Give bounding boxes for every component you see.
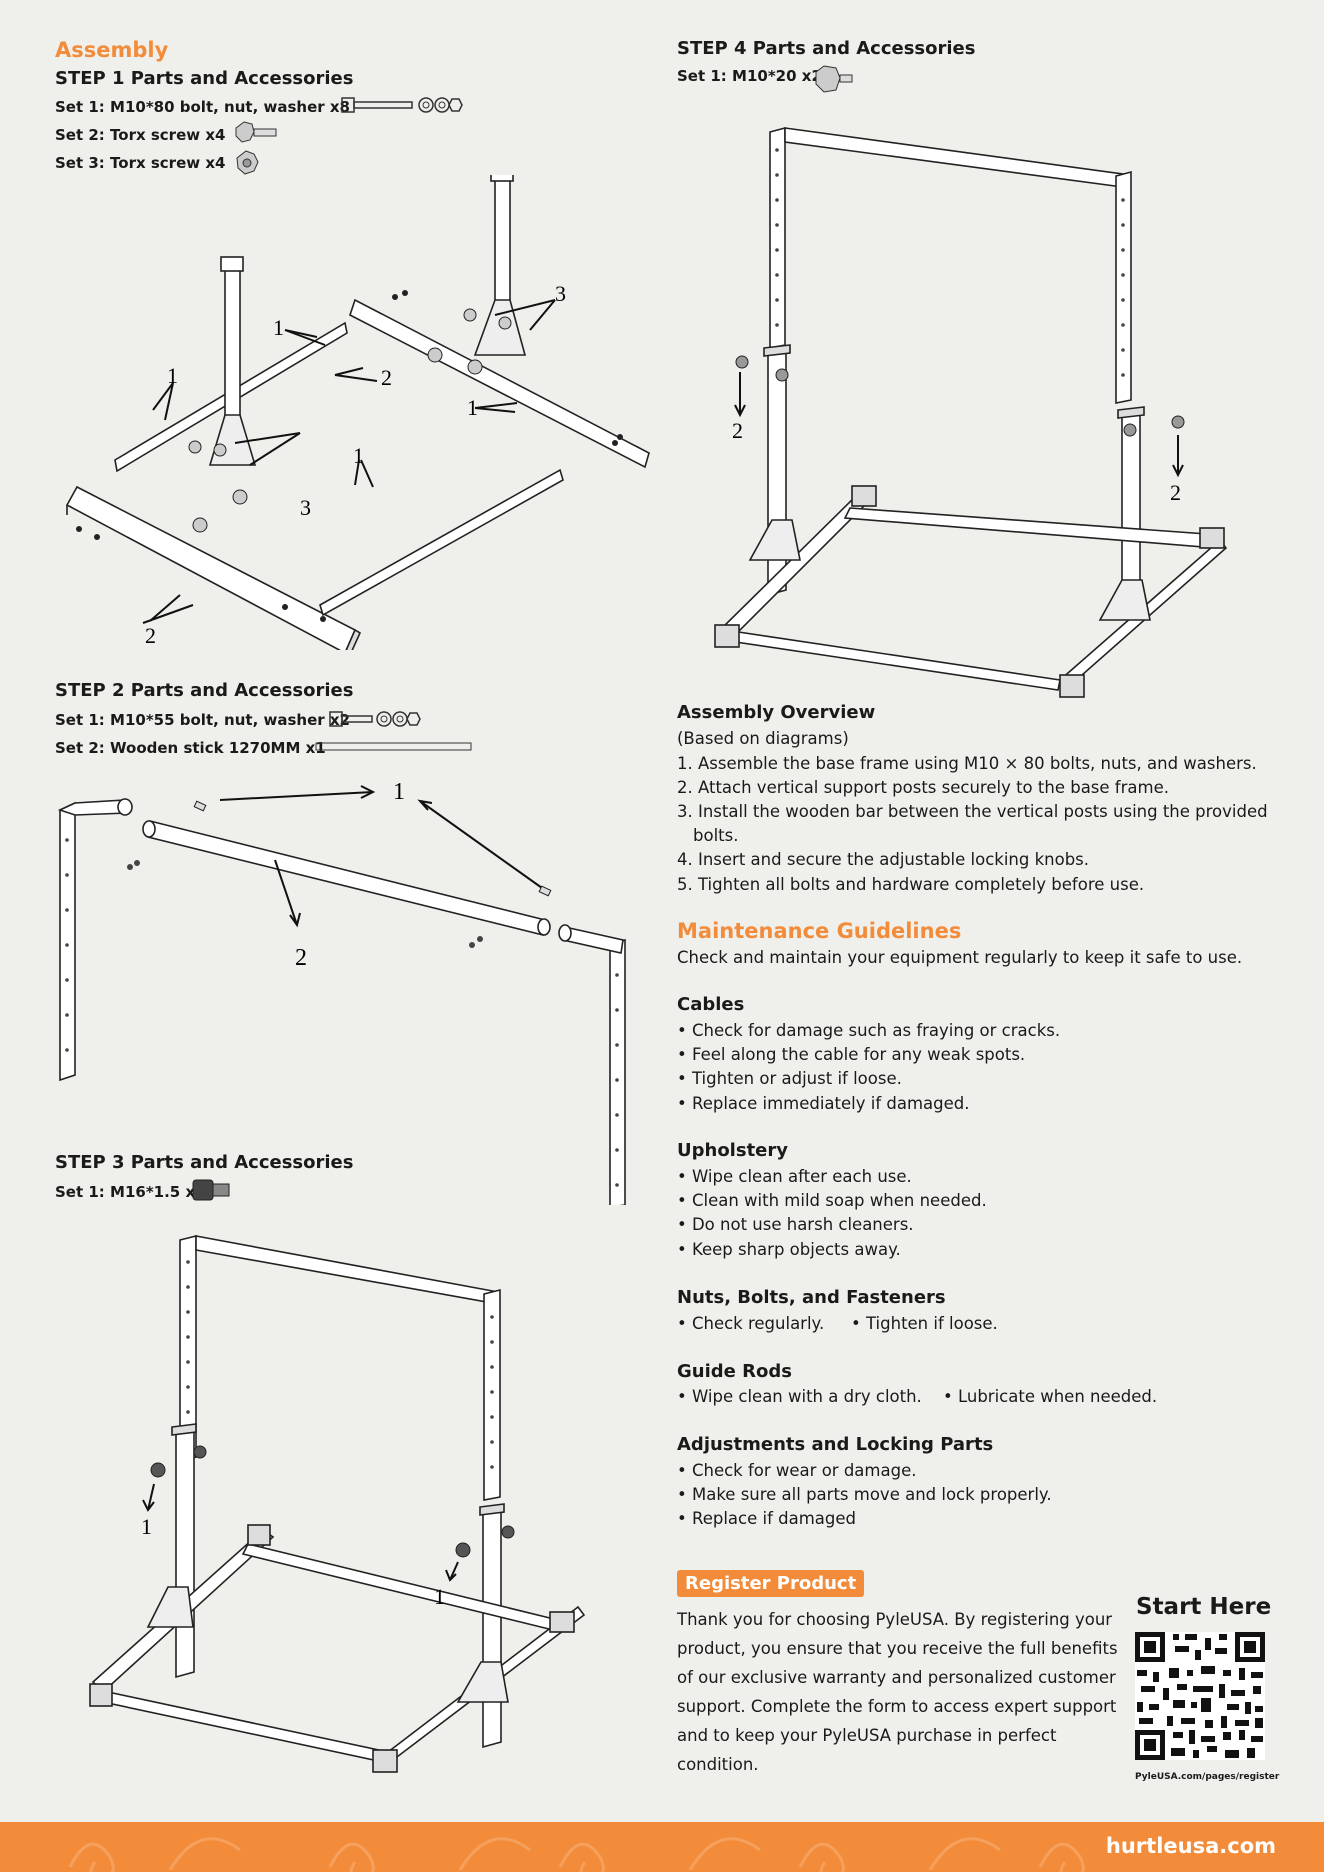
cables-item: • Check for damage such as fraying or cr…	[677, 1021, 1061, 1040]
adjustments-title: Adjustments and Locking Parts	[677, 1434, 994, 1455]
upholstery-item: • Do not use harsh cleaners.	[677, 1215, 914, 1234]
cables-title: Cables	[677, 994, 745, 1015]
step3-set1: Set 1: M16*1.5 x2	[55, 1183, 206, 1201]
step2-diagram: 1 2	[57, 779, 626, 1205]
start-here-label: Start Here	[1136, 1594, 1272, 1620]
overview-item-5: 5. Tighten all bolts and hardware comple…	[677, 875, 1145, 894]
cables-item: • Tighten or adjust if loose.	[677, 1069, 902, 1088]
overview-item-3-cont: bolts.	[693, 826, 739, 845]
overview-subtitle: (Based on diagrams)	[677, 729, 849, 748]
register-product-badge[interactable]: Register Product	[677, 1570, 865, 1597]
upholstery-title: Upholstery	[677, 1140, 788, 1161]
adjustments-item: • Make sure all parts move and lock prop…	[677, 1485, 1052, 1504]
step4-diagram: 2 2	[714, 126, 1228, 698]
upholstery-item: • Keep sharp objects away.	[677, 1240, 901, 1259]
wooden-stick-icon	[315, 742, 472, 751]
overview-item-4: 4. Insert and secure the adjustable lock…	[677, 850, 1090, 869]
callout-1a: 1	[273, 315, 284, 340]
short-bolt-icon	[329, 711, 421, 727]
callout-step3-1b: 1	[434, 1584, 445, 1609]
register-line: Thank you for choosing PyleUSA. By regis…	[677, 1610, 1113, 1629]
register-line: and to keep your PyleUSA purchase in per…	[677, 1726, 1057, 1745]
bolt-nut-washer-icon	[341, 97, 463, 113]
callout-step2-2: 2	[295, 945, 307, 971]
overview-item-2: 2. Attach vertical support posts securel…	[677, 778, 1169, 797]
callout-2b: 2	[145, 623, 156, 648]
assembly-title: Assembly	[55, 38, 169, 62]
m16-knob-icon	[192, 1179, 230, 1201]
callout-3b: 3	[555, 281, 566, 306]
footer-url-link[interactable]: hurtleusa.com	[1105, 1834, 1276, 1858]
register-line: condition.	[677, 1755, 759, 1774]
fasteners-title: Nuts, Bolts, and Fasteners	[677, 1287, 946, 1308]
callout-step4-2a: 2	[732, 418, 743, 443]
step3-diagram: 1 1	[89, 1234, 586, 1773]
upholstery-item: • Wipe clean after each use.	[677, 1167, 912, 1186]
register-line: support. Complete the form to access exp…	[677, 1697, 1117, 1716]
guide-rods-item: • Wipe clean with a dry cloth.	[677, 1387, 922, 1406]
qr-url-label: PyleUSA.com/pages/register	[1135, 1772, 1280, 1782]
step2-title: STEP 2 Parts and Accessories	[55, 680, 354, 701]
footer-bar: hurtleusa.com	[0, 1822, 1324, 1872]
overview-title: Assembly Overview	[677, 702, 876, 723]
upholstery-item: • Clean with mild soap when needed.	[677, 1191, 987, 1210]
cables-item: • Replace immediately if damaged.	[677, 1094, 970, 1113]
callout-2a: 2	[381, 365, 392, 390]
callout-3a: 3	[300, 495, 311, 520]
step1-title: STEP 1 Parts and Accessories	[55, 68, 354, 89]
guide-rods-title: Guide Rods	[677, 1361, 792, 1382]
step1-set1: Set 1: M10*80 bolt, nut, washer x8	[55, 98, 350, 116]
overview-item-3: 3. Install the wooden bar between the ve…	[677, 802, 1268, 821]
callout-step3-1a: 1	[141, 1514, 152, 1539]
step1-diagram: 1 1 1 1 2 2 3 3	[65, 175, 650, 650]
maintenance-intro: Check and maintain your equipment regula…	[677, 948, 1243, 967]
step3-title: STEP 3 Parts and Accessories	[55, 1152, 354, 1173]
callout-1b: 1	[167, 363, 178, 388]
torx-screw-icon	[235, 121, 277, 143]
torx-knob-icon	[236, 150, 259, 175]
fasteners-item: • Check regularly.	[677, 1314, 825, 1333]
step4-set1: Set 1: M10*20 x2	[677, 67, 822, 85]
guide-rods-item: • Lubricate when needed.	[943, 1387, 1158, 1406]
adjustments-item: • Check for wear or damage.	[677, 1461, 917, 1480]
step4-title: STEP 4 Parts and Accessories	[677, 38, 976, 59]
step2-set2: Set 2: Wooden stick 1270MM x1	[55, 739, 326, 757]
register-line: of our exclusive warranty and personaliz…	[677, 1668, 1116, 1687]
fasteners-item: • Tighten if loose.	[851, 1314, 998, 1333]
cables-item: • Feel along the cable for any weak spot…	[677, 1045, 1026, 1064]
callout-1c: 1	[353, 443, 364, 468]
callout-step2-1: 1	[393, 779, 405, 805]
maintenance-title: Maintenance Guidelines	[677, 919, 962, 943]
overview-item-1: 1. Assemble the base frame using M10 × 8…	[677, 754, 1257, 773]
register-line: product, you ensure that you receive the…	[677, 1639, 1118, 1658]
step1-set2: Set 2: Torx screw x4	[55, 126, 226, 144]
callout-1d: 1	[467, 395, 478, 420]
adjustments-item: • Replace if damaged	[677, 1509, 856, 1528]
callout-step4-2b: 2	[1170, 480, 1181, 505]
step2-set1: Set 1: M10*55 bolt, nut, washer x2	[55, 711, 350, 729]
qr-code-icon[interactable]	[1135, 1632, 1265, 1760]
footer-swirl-pattern	[68, 1837, 1085, 1872]
step1-set3: Set 3: Torx screw x4	[55, 154, 226, 172]
m10-knob-icon	[815, 65, 853, 93]
